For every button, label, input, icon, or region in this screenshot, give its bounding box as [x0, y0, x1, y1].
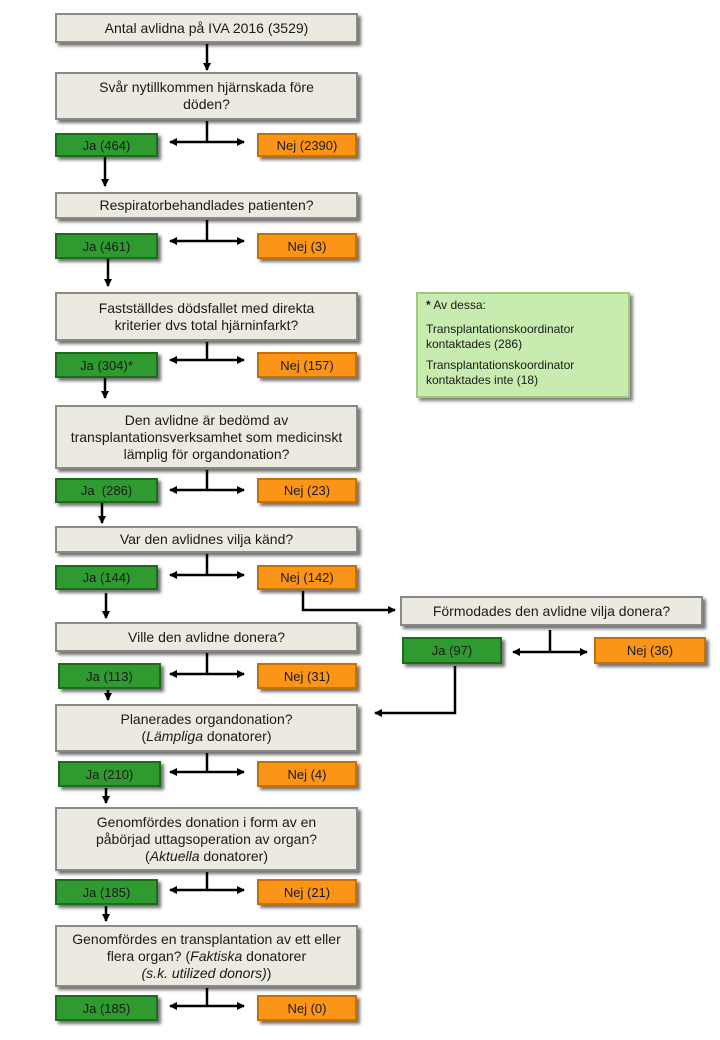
q1-text: Genomfördes en transplantation av ett el…	[72, 930, 341, 964]
no-box: Nej (142)	[257, 565, 357, 590]
question-text-line1: Genomfördes en transplantation av ett el…	[57, 931, 356, 965]
emphasis: Faktiska	[190, 947, 243, 964]
yes-label: Ja (113)	[86, 668, 133, 684]
question-text: Fastställdes dödsfallet med direkta krit…	[98, 299, 315, 333]
note-star: *	[426, 298, 431, 312]
no-label: Nej (21)	[283, 884, 331, 900]
question-planned-donation: Planerades organdonation? (Lämpliga dona…	[55, 704, 358, 752]
question-text-line2: (Lämpliga donatorer)	[142, 728, 272, 745]
question-text: Svår nytillkommen hjärnskada före döden?	[99, 79, 314, 112]
emphasis: Lämpliga	[146, 728, 203, 744]
question-text: Respiratorbehandlades patienten?	[99, 197, 314, 213]
arrow-to-side-question	[301, 591, 396, 614]
yes-box: Ja (286)	[55, 478, 158, 503]
rest: donatorer	[242, 947, 307, 964]
no-label: Nej (0)	[287, 1000, 327, 1016]
question-respirator: Respiratorbehandlades patienten?	[55, 192, 358, 219]
note-heading: * Av dessa:	[426, 298, 620, 313]
emphasis: Aktuella	[149, 847, 200, 864]
yes-label: Ja (461)	[82, 238, 131, 254]
no-label: Nej (2390)	[276, 137, 338, 153]
rest: donatorer)	[203, 728, 272, 744]
note-heading-text: Av dessa:	[430, 298, 486, 312]
question-text-line2: (s.k. utilized donors))	[142, 965, 272, 982]
question-transplantation-performed: Genomfördes en transplantation av ett el…	[55, 925, 358, 987]
rest: )	[266, 964, 272, 981]
question-wanted-donate: Ville den avlidne donera?	[55, 622, 358, 652]
yes-label: Ja (185)	[82, 884, 131, 900]
yes-label: Ja (286)	[80, 483, 133, 498]
question-medically-suitable: Den avlidne är bedömd av transplantation…	[55, 405, 358, 469]
note-line-contacted: Transplantationskoordinator kontaktades …	[426, 322, 575, 351]
no-label: Nej (3)	[287, 238, 327, 254]
yes-label: Ja (97)	[431, 643, 473, 658]
no-label: Nej (23)	[283, 483, 331, 498]
yes-box: Ja (185)	[55, 879, 158, 905]
no-box: Nej (4)	[257, 761, 357, 787]
yes-label: Ja (185)	[82, 1000, 131, 1016]
note-line-not-contacted: Transplantationskoordinator kontaktades …	[426, 358, 575, 387]
paren: (	[145, 847, 150, 864]
paren: (	[141, 728, 147, 744]
question-presumed-will: Förmodades den avlidne vilja donera?	[400, 596, 703, 626]
question-text: Antal avlidna på IVA 2016 (3529)	[104, 19, 309, 36]
question-donation-performed: Genomfördes donation i form av en påbörj…	[55, 807, 358, 871]
yes-box: Ja (185)	[55, 995, 158, 1021]
question-total-deceased: Antal avlidna på IVA 2016 (3529)	[55, 13, 358, 43]
yes-box: Ja (464)	[55, 133, 158, 157]
no-box: Nej (157)	[257, 352, 357, 378]
arrow-side-to-planerades	[374, 666, 457, 717]
no-box: Nej (36)	[594, 637, 706, 664]
yes-box: Ja (304)*	[55, 352, 158, 378]
yes-box: Ja (210)	[58, 761, 161, 787]
question-text-line1: Genomfördes donation i form av en påbörj…	[95, 813, 318, 847]
yes-box: Ja (144)	[55, 565, 158, 590]
rest: donatorer)	[199, 847, 268, 864]
no-label: Nej (142)	[280, 570, 334, 585]
yes-label: Ja (210)	[85, 766, 134, 782]
emphasis: (s.k. utilized donors)	[141, 964, 267, 981]
yes-label: Ja (144)	[82, 570, 131, 585]
no-label: Nej (31)	[283, 668, 331, 684]
yes-box: Ja (97)	[402, 637, 502, 664]
yes-label: Ja (464)	[82, 137, 131, 153]
question-text-line1: Planerades organdonation?	[120, 711, 293, 727]
question-death-criteria: Fastställdes dödsfallet med direkta krit…	[55, 292, 358, 341]
no-label: Nej (36)	[626, 643, 674, 658]
question-text: Ville den avlidne donera?	[128, 628, 285, 645]
question-text: Var den avlidnes vilja känd?	[119, 531, 294, 547]
yes-box: Ja (461)	[55, 233, 158, 259]
question-text-line2: (Aktuella donatorer)	[145, 848, 268, 865]
question-text: Den avlidne är bedömd av transplantation…	[70, 411, 343, 462]
no-box: Nej (31)	[257, 663, 357, 689]
no-label: Nej (4)	[287, 766, 327, 782]
no-label: Nej (157)	[280, 357, 334, 373]
note-box: * Av dessa: Transplantationskoordinator …	[416, 292, 630, 398]
no-box: Nej (3)	[257, 233, 357, 259]
question-brain-injury: Svår nytillkommen hjärnskada före döden?	[55, 72, 358, 120]
no-box: Nej (2390)	[257, 133, 357, 157]
no-box: Nej (21)	[257, 879, 357, 905]
question-will-known: Var den avlidnes vilja känd?	[55, 526, 358, 553]
no-box: Nej (0)	[257, 995, 357, 1021]
question-text: Förmodades den avlidne vilja donera?	[432, 602, 671, 619]
yes-box: Ja (113)	[58, 663, 161, 689]
no-box: Nej (23)	[257, 478, 357, 503]
yes-label: Ja (304)*	[80, 357, 133, 373]
